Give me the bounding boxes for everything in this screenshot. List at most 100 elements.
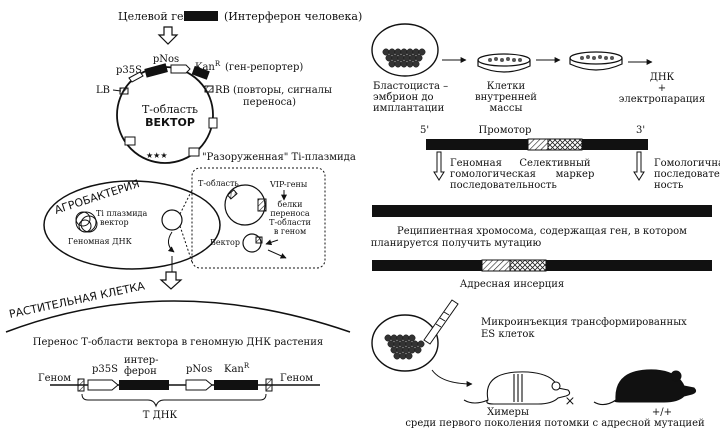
inset-protein-arrow <box>265 239 279 246</box>
three-prime-label: 3' <box>636 125 645 136</box>
t-dna-p35S-arrow <box>87 379 119 391</box>
plant-cell-title: РАСТИТЕЛЬНАЯ КЛЕТКА <box>8 279 146 321</box>
genomic-dna-tangle <box>75 211 98 233</box>
inset-exit-arrow <box>267 249 287 259</box>
plant-cell-wall <box>5 300 351 333</box>
micropipette-ticks <box>435 311 450 328</box>
target-gene-box <box>184 11 218 21</box>
dna-label: ДНК <box>650 72 675 83</box>
svg-text:маркер: маркер <box>556 169 595 180</box>
inset-t-region-mark <box>226 189 238 200</box>
target-gene-label: Целевой ген <box>118 10 191 23</box>
svg-text:Т-области: Т-области <box>269 218 311 227</box>
plant-transfer-label: Перенос Т-области вектора в геномную ДНК… <box>33 337 323 348</box>
blastocyst-dish <box>371 23 439 77</box>
genomic-homologous-label: Геномная гомологическая последовательнос… <box>450 158 557 191</box>
inset-link-bottom <box>179 225 193 263</box>
construct-left-arm <box>426 139 528 150</box>
plasmid-p35S-arrow <box>128 71 144 83</box>
construct-right-arm <box>582 139 648 150</box>
five-prime-label: 5' <box>420 125 429 136</box>
ti-vector-label-2: вектор <box>100 218 129 227</box>
arrow-to-chimera <box>431 369 473 387</box>
genome-right-label: Геном <box>280 373 313 384</box>
svg-text:Геномная: Геномная <box>450 158 502 169</box>
t-dna-RB <box>265 378 273 392</box>
t-dna-label: Т ДНК <box>143 410 178 421</box>
plasmid-LB-box <box>119 87 129 95</box>
plasmid-box-right <box>208 117 218 129</box>
icm-dish-side <box>477 60 531 73</box>
dna-plus: + <box>658 83 666 94</box>
right-panel: Бластоциста – эмбрион до имплантации Кле… <box>371 23 720 428</box>
targeted-insertion-label: Адресная инсерция <box>460 279 564 290</box>
dna-dish-cells <box>580 55 614 60</box>
vir-inset-box <box>191 167 326 269</box>
recipient-chromosome <box>372 205 712 217</box>
microinjection-label-2: ES клеток <box>481 329 535 340</box>
homologous-seq-label: Гомологичная последователь- ность <box>654 158 720 191</box>
inset-vir-mark <box>257 198 267 212</box>
t-dna-kan-gene <box>214 380 258 390</box>
genome-left-label: Геном <box>38 373 71 384</box>
t-dna-p35S-label: p35S <box>92 364 118 375</box>
svg-text:имплантации: имплантации <box>373 103 445 114</box>
t-dna-pNos-label: pNos <box>186 364 212 375</box>
construct-selective-marker <box>547 138 583 151</box>
svg-text:Гомологичная: Гомологичная <box>654 158 720 169</box>
inset-vector-mark <box>255 236 263 244</box>
svg-text:белки: белки <box>278 200 303 209</box>
blastocyst-label: Бластоциста – эмбрион до имплантации <box>373 81 448 114</box>
plasmid-reporter-label: (ген-репортер) <box>225 62 303 73</box>
down-arrow-1 <box>157 26 179 45</box>
plasmid-stars: ★★★ <box>146 151 168 160</box>
svg-text:ность: ность <box>654 180 684 191</box>
vir-genes-label: VIP-гены <box>269 180 308 189</box>
plasmid-vector-label: ВЕКТОР <box>145 116 195 129</box>
svg-text:в геном: в геном <box>274 227 306 236</box>
svg-text:Бластоциста –: Бластоциста – <box>373 81 448 92</box>
icm-label: Клетки внутренней массы <box>475 81 537 114</box>
plasmid-pNos-arrow <box>170 64 191 74</box>
inset-t-region-label: Т-область <box>198 179 239 188</box>
t-dna-interferon-gene <box>119 380 169 390</box>
targeted-left <box>372 260 482 271</box>
LB-pointer <box>112 89 122 92</box>
svg-text:переноса: переноса <box>270 209 310 218</box>
plasmid-pNos-label: pNos <box>153 54 179 65</box>
recipient-label-1: Реципиентная хромосома, содержащая ген, … <box>397 226 687 237</box>
genomic-dna-label: Геномная ДНК <box>68 237 133 246</box>
ti-plasmid-small <box>161 209 183 231</box>
electroporation-label: электропарация <box>619 94 705 105</box>
icm-cells <box>488 57 522 62</box>
construct-promoter <box>527 138 549 151</box>
chimera-mouse <box>463 371 571 405</box>
chimera-label: Химеры <box>487 407 529 418</box>
plasmid-LB-label: LB <box>96 85 110 96</box>
svg-text:Клетки: Клетки <box>487 81 526 92</box>
plasmid-RB-label-2: переноса) <box>243 97 296 108</box>
svg-text:Селективный: Селективный <box>519 158 591 169</box>
svg-text:гомологическая: гомологическая <box>450 169 536 180</box>
left-panel: Целевой ген (Интерферон человека) pNos K… <box>5 10 362 421</box>
microinjection-cells <box>384 334 425 360</box>
plasmid-box-left <box>124 136 136 146</box>
selective-marker-label: Селективный маркер <box>519 158 594 180</box>
promoter-label: Промотор <box>479 125 532 136</box>
arrow-homologous-down <box>633 151 645 181</box>
t-dna-pNos-arrow <box>185 379 213 391</box>
plasmid-interferon-gene <box>144 63 168 78</box>
t-dna-inter-label: интер- <box>124 355 159 366</box>
targeted-marker <box>509 259 547 272</box>
plasmid-kan-gene <box>191 65 210 80</box>
t-dna-feron-label: ферон <box>124 366 157 377</box>
microinjection-dish <box>371 314 439 372</box>
cross-symbol: × <box>565 394 576 409</box>
micropipette <box>423 299 459 345</box>
inset-vector-label: Вектор <box>210 238 240 247</box>
ti-vector-label-1: Ti плазмида <box>96 209 147 218</box>
plasmid-kan-label: KanR <box>195 60 221 73</box>
arrow-genomic-down <box>433 151 445 181</box>
targeted-right <box>546 260 712 271</box>
t-dna-LB <box>77 378 85 392</box>
